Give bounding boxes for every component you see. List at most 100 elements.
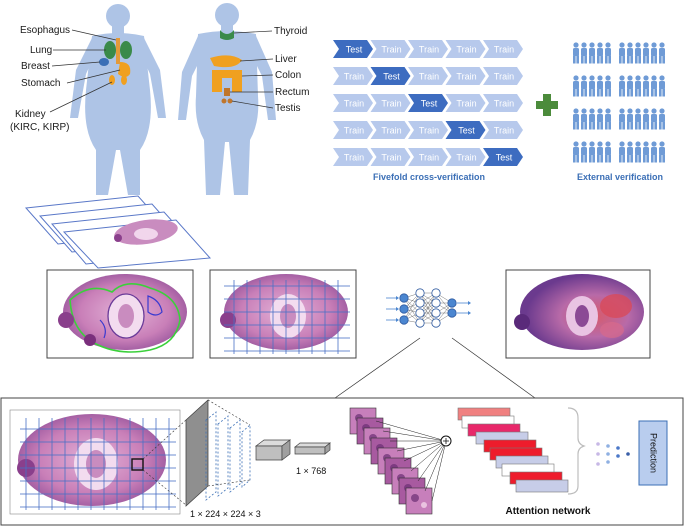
train-fold-chevron: Train: [483, 40, 523, 58]
test-fold-chevron: Test: [370, 67, 411, 85]
person-icon: [589, 108, 595, 130]
lung-organ-icon: [104, 41, 132, 59]
colon-organ-icon: [212, 70, 242, 92]
brace-icon: [567, 407, 586, 495]
train-label: Train: [494, 126, 514, 136]
testis-organ-icon: [221, 98, 233, 104]
attention-bar: [515, 479, 569, 493]
nn-node: [431, 318, 441, 328]
tiled-slide-input: [9, 409, 181, 515]
person-icon: [605, 108, 611, 130]
train-fold-chevron: Train: [445, 148, 486, 166]
test-label: Test: [458, 126, 475, 136]
cross-validation-caption: Fivefold cross-verification: [373, 172, 485, 182]
train-fold-chevron: Train: [333, 148, 373, 166]
person-icon: [643, 75, 649, 97]
train-fold-chevron: Train: [483, 67, 523, 85]
label-testis: Testis: [275, 103, 301, 114]
train-label: Train: [494, 99, 514, 109]
plus-icon: [536, 94, 558, 116]
attention-fan-lines: [375, 420, 447, 502]
label-kidney: Kidney: [15, 109, 46, 120]
person-icon: [619, 75, 625, 97]
label-stomach: Stomach: [21, 78, 60, 89]
person-icon: [581, 75, 587, 97]
test-label: Test: [383, 72, 400, 82]
test-label: Test: [496, 153, 513, 163]
attention-weight-bars: [457, 407, 569, 493]
test-fold-chevron: Test: [483, 148, 523, 166]
neural-network-icon: [386, 288, 471, 328]
train-label: Train: [344, 99, 364, 109]
female-body-silhouette: [70, 4, 166, 195]
person-icon: [659, 108, 665, 130]
person-icon: [619, 108, 625, 130]
test-fold-chevron: Test: [445, 121, 486, 139]
train-label: Train: [494, 45, 514, 55]
label-lung: Lung: [30, 45, 52, 56]
train-label: Train: [419, 126, 439, 136]
tiled-slide-thumbnail: [209, 269, 357, 359]
label-esophagus: Esophagus: [20, 25, 70, 36]
nn-node: [447, 308, 457, 318]
train-fold-chevron: Train: [408, 148, 448, 166]
person-icon: [605, 141, 611, 163]
train-fold-chevron: Train: [408, 40, 448, 58]
nn-node: [415, 298, 425, 308]
prediction-box: [638, 420, 668, 486]
annotated-slide-thumbnail: [46, 269, 194, 359]
train-label: Train: [381, 126, 401, 136]
stomach-organ-icon: [118, 62, 131, 77]
train-label: Train: [419, 153, 439, 163]
person-icon: [605, 75, 611, 97]
train-label: Train: [344, 72, 364, 82]
train-fold-chevron: Train: [445, 94, 486, 112]
train-label: Train: [381, 153, 401, 163]
rectum-organ-icon: [224, 88, 230, 96]
cnn-layers: [185, 399, 251, 507]
person-icon: [597, 42, 603, 64]
person-icon: [659, 141, 665, 163]
person-icon: [627, 75, 633, 97]
selected-tile: [131, 458, 144, 471]
person-icon: [619, 42, 625, 64]
attention-network-label: Attention network: [506, 506, 591, 517]
external-cohort-people-icons: [573, 42, 665, 163]
train-label: Train: [381, 99, 401, 109]
nn-node: [431, 308, 441, 318]
liver-organ-icon: [210, 55, 242, 68]
nn-node: [415, 308, 425, 318]
train-fold-chevron: Train: [370, 40, 411, 58]
train-label: Train: [456, 45, 476, 55]
input-dims-label: 1 × 224 × 224 × 3: [190, 509, 261, 519]
male-body-silhouette: [178, 3, 276, 195]
train-fold-chevron: Train: [445, 67, 486, 85]
person-icon: [573, 75, 579, 97]
person-icon: [589, 141, 595, 163]
nn-node: [447, 298, 457, 308]
train-fold-chevron: Train: [408, 121, 448, 139]
person-icon: [627, 108, 633, 130]
nn-node: [399, 304, 409, 314]
train-fold-chevron: Train: [483, 94, 523, 112]
prediction-label: Prediction: [649, 433, 659, 473]
person-icon: [573, 108, 579, 130]
aggregation-dots-icon: [596, 442, 630, 466]
person-icon: [627, 42, 633, 64]
person-icon: [643, 108, 649, 130]
person-icon: [573, 141, 579, 163]
person-icon: [597, 108, 603, 130]
tile-stack: [349, 407, 433, 515]
label-rectum: Rectum: [275, 87, 309, 98]
test-fold-chevron: Test: [408, 94, 448, 112]
person-icon: [619, 141, 625, 163]
person-icon: [659, 75, 665, 97]
nn-node: [431, 298, 441, 308]
nn-node: [399, 315, 409, 325]
person-icon: [581, 108, 587, 130]
train-fold-chevron: Train: [408, 67, 448, 85]
train-label: Train: [494, 72, 514, 82]
esophagus-organ-icon: [116, 38, 120, 64]
person-icon: [635, 42, 641, 64]
